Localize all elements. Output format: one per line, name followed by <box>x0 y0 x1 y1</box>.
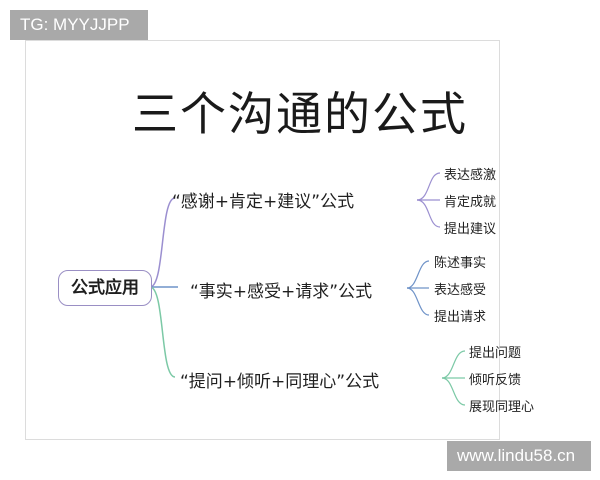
branch-ask-listen-empathy: “提问+倾听+同理心”公式 <box>180 372 380 392</box>
leaf-express-feelings: 表达感受 <box>434 283 487 298</box>
watermark-top: TG: MYYJJPP <box>10 10 148 40</box>
page-title: 三个沟通的公式 <box>132 87 468 141</box>
leaf-offer-suggestion: 提出建议 <box>444 222 497 237</box>
branch-fact-feeling-request: “事实+感受+请求”公式 <box>190 282 373 302</box>
branch-thanks-affirm-suggest: “感谢+肯定+建议”公式 <box>172 192 355 212</box>
leaf-raise-question: 提出问题 <box>469 346 522 361</box>
watermark-bottom: www.lindu58.cn <box>447 441 591 471</box>
leaf-listen-feedback: 倾听反馈 <box>469 373 522 388</box>
leaf-express-gratitude: 表达感激 <box>444 168 497 183</box>
mindmap-card <box>25 40 500 440</box>
root-node: 公式应用 <box>58 270 152 306</box>
leaf-make-request: 提出请求 <box>434 310 487 325</box>
leaf-affirm-achievement: 肯定成就 <box>444 195 497 210</box>
leaf-show-empathy: 展现同理心 <box>469 400 535 415</box>
leaf-state-facts: 陈述事实 <box>434 256 487 271</box>
